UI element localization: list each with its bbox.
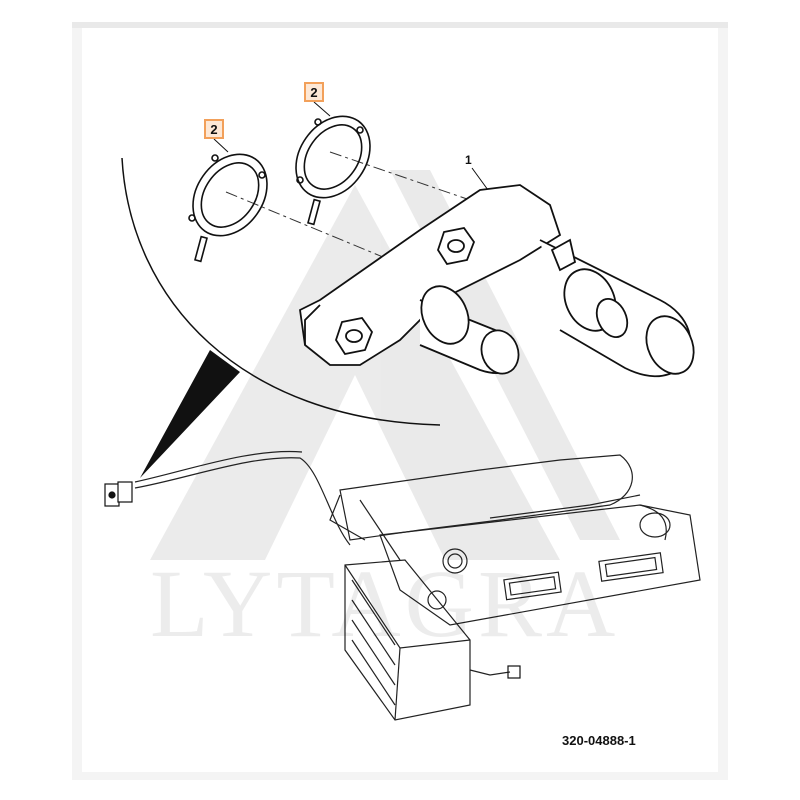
callout-part-1: 1: [465, 153, 472, 167]
pin-bracket-assembly: [299, 184, 695, 378]
hose-connector: [104, 481, 133, 507]
detail-view-arc: [121, 157, 441, 426]
frame-right-border: [718, 28, 728, 780]
snap-ring-left: [188, 153, 268, 263]
detail-pointer-wedge: [140, 350, 240, 478]
snap-ring-right: [295, 115, 371, 226]
callout-part-2-left[interactable]: 2: [204, 119, 224, 139]
machine-illustration: [104, 450, 701, 721]
frame-bottom-border: [72, 772, 728, 780]
frame-left-border: [72, 28, 82, 780]
frame-top-border: [72, 22, 728, 28]
callout-part-2-right[interactable]: 2: [304, 82, 324, 102]
leader-lines: [213, 101, 489, 191]
drawing-number: 320-04888-1: [562, 733, 636, 748]
